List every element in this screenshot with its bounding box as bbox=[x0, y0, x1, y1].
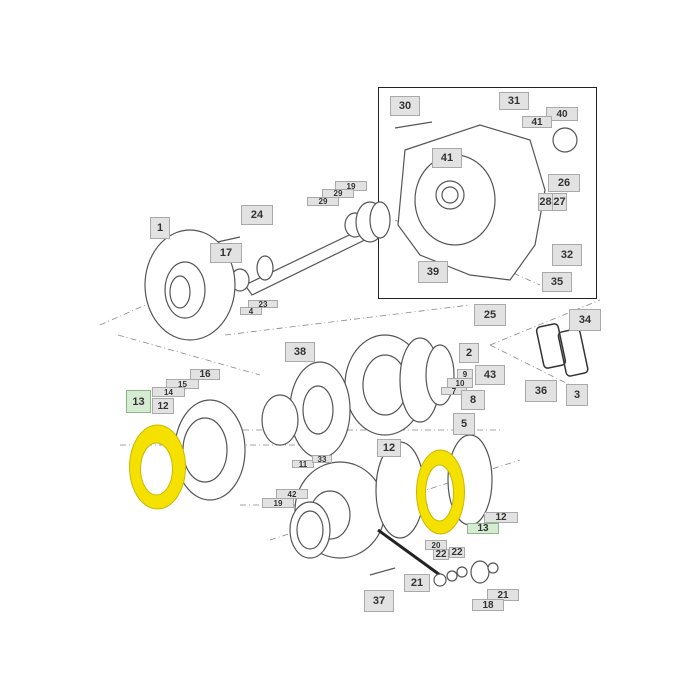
part-callout-30: 30 bbox=[390, 96, 420, 116]
part-callout-24: 24 bbox=[241, 205, 273, 225]
part-callout-37: 37 bbox=[364, 590, 394, 612]
part-callout-17: 17 bbox=[210, 243, 242, 263]
part-callout-43: 43 bbox=[475, 365, 505, 385]
part-callout-29: 29 bbox=[307, 197, 339, 206]
part-callout-2: 2 bbox=[459, 343, 479, 363]
part-callout-18: 18 bbox=[472, 599, 504, 611]
part-callout-35: 35 bbox=[542, 272, 572, 292]
part-callout-39: 39 bbox=[418, 261, 448, 283]
clutch-plates-left bbox=[174, 399, 246, 501]
carrier-part bbox=[144, 229, 236, 341]
part-callout-25: 25 bbox=[474, 304, 506, 326]
part-callout-22: 22 bbox=[433, 549, 449, 560]
part-callout-32: 32 bbox=[552, 244, 582, 266]
gasket-parts bbox=[535, 323, 589, 377]
part-callout-26: 26 bbox=[548, 174, 580, 192]
part-callout-36: 36 bbox=[525, 380, 557, 402]
part-callout-5: 5 bbox=[453, 413, 475, 435]
part-callout-8: 8 bbox=[461, 390, 485, 410]
part-callout-14: 14 bbox=[152, 387, 185, 397]
part-callout-27: 27 bbox=[552, 193, 567, 211]
part-callout-31: 31 bbox=[499, 92, 529, 110]
highlighted-disc-13-right bbox=[416, 449, 465, 535]
part-callout-3: 3 bbox=[566, 384, 588, 406]
part-callout-12: 12 bbox=[377, 439, 401, 457]
part-callout-13: 13 bbox=[126, 390, 151, 413]
part-callout-4: 4 bbox=[240, 307, 262, 316]
part-callout-11: 11 bbox=[292, 460, 314, 469]
part-callout-19: 19 bbox=[262, 498, 294, 508]
part-callout-13: 13 bbox=[467, 523, 499, 534]
part-callout-12: 12 bbox=[152, 398, 174, 414]
part-callout-34: 34 bbox=[569, 309, 601, 331]
highlighted-disc-13-left bbox=[129, 424, 186, 510]
part-callout-40: 40 bbox=[546, 107, 578, 121]
part-callout-23: 23 bbox=[248, 300, 278, 309]
part-callout-41: 41 bbox=[432, 148, 462, 168]
part-callout-41: 41 bbox=[522, 116, 552, 128]
part-callout-1: 1 bbox=[150, 217, 170, 239]
part-callout-38: 38 bbox=[285, 342, 315, 362]
part-callout-12: 12 bbox=[484, 512, 518, 523]
part-callout-16: 16 bbox=[190, 369, 220, 380]
inset-housing-frame bbox=[378, 87, 597, 299]
part-callout-22: 22 bbox=[449, 547, 465, 558]
rod-part bbox=[377, 528, 441, 577]
small-bearing-parts bbox=[369, 560, 499, 587]
part-callout-21: 21 bbox=[404, 574, 430, 592]
part-callout-33: 33 bbox=[312, 455, 332, 464]
part-callout-28: 28 bbox=[538, 193, 553, 211]
